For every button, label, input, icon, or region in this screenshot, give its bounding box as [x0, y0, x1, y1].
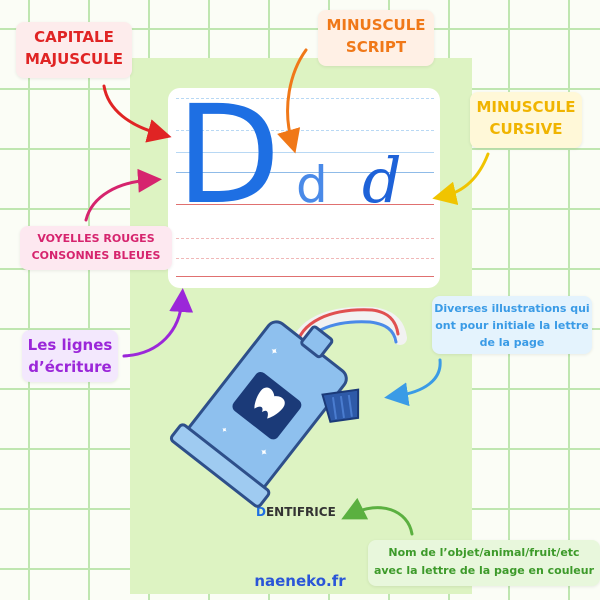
label-line: CAPITALE — [34, 28, 114, 46]
writing-line — [176, 172, 434, 173]
label-minuscule-cursive: MINUSCULE CURSIVE — [470, 92, 582, 148]
label-line: ont pour initiale la lettre — [435, 319, 589, 332]
writing-lines-card — [168, 88, 440, 288]
label-line: VOYELLES ROUGES — [37, 232, 155, 245]
label-line: Diverses illustrations qui — [434, 302, 590, 315]
label-line: avec la lettre de la page en couleur — [373, 564, 595, 577]
toothpaste-tube-icon: ✦ ✦ ✦ — [169, 320, 348, 508]
word-rest: ENTIFRICE — [265, 505, 336, 519]
word-initial: D — [256, 505, 266, 519]
writing-line — [176, 152, 434, 153]
label-line: Les lignes — [27, 336, 113, 354]
writing-line — [176, 204, 434, 205]
brand-footer: naeneko.fr — [254, 572, 346, 590]
arrow-illustrations — [384, 358, 442, 407]
arrow-script — [277, 48, 308, 154]
tube-cap-icon — [321, 388, 360, 423]
label-line: CONSONNES BLEUES — [31, 249, 161, 262]
illustration-word: DENTIFRICE — [256, 505, 336, 519]
label-line: MINUSCULE — [326, 16, 426, 34]
label-voyelles-consonnes: VOYELLES ROUGES CONSONNES BLEUES — [20, 226, 172, 270]
arrow-nom — [341, 497, 414, 536]
writing-line — [176, 276, 434, 277]
label-line: d’écriture — [28, 358, 112, 376]
label-line: MINUSCULE — [476, 98, 576, 116]
arrow-voyelles — [84, 168, 162, 222]
label-line: CURSIVE — [489, 120, 563, 138]
writing-line — [176, 258, 434, 259]
label-lignes-ecriture: Les lignes d’écriture — [22, 330, 118, 382]
label-line: MAJUSCULE — [24, 50, 124, 68]
label-minuscule-script: MINUSCULE SCRIPT — [318, 10, 434, 66]
writing-line — [176, 238, 434, 239]
label-line: SCRIPT — [345, 38, 407, 56]
arrow-cursive — [432, 152, 490, 206]
label-nom-objet: Nom de l’objet/animal/fruit/etc avec la … — [368, 540, 600, 586]
label-capitale-majuscule: CAPITALE MAJUSCULE — [16, 22, 132, 78]
writing-line — [176, 130, 434, 131]
label-line: de la page — [479, 336, 545, 349]
label-line: Nom de l’objet/animal/fruit/etc — [388, 546, 580, 559]
cursive-lowercase-letter: d — [362, 144, 402, 217]
arrow-capitale — [102, 84, 172, 143]
capital-letter: D — [176, 77, 281, 235]
arrow-lignes — [122, 288, 194, 358]
label-illustrations: Diverses illustrations qui ont pour init… — [432, 296, 592, 354]
svg-text:✦: ✦ — [219, 424, 230, 435]
script-lowercase-letter: d — [296, 156, 328, 214]
writing-line — [176, 98, 434, 99]
